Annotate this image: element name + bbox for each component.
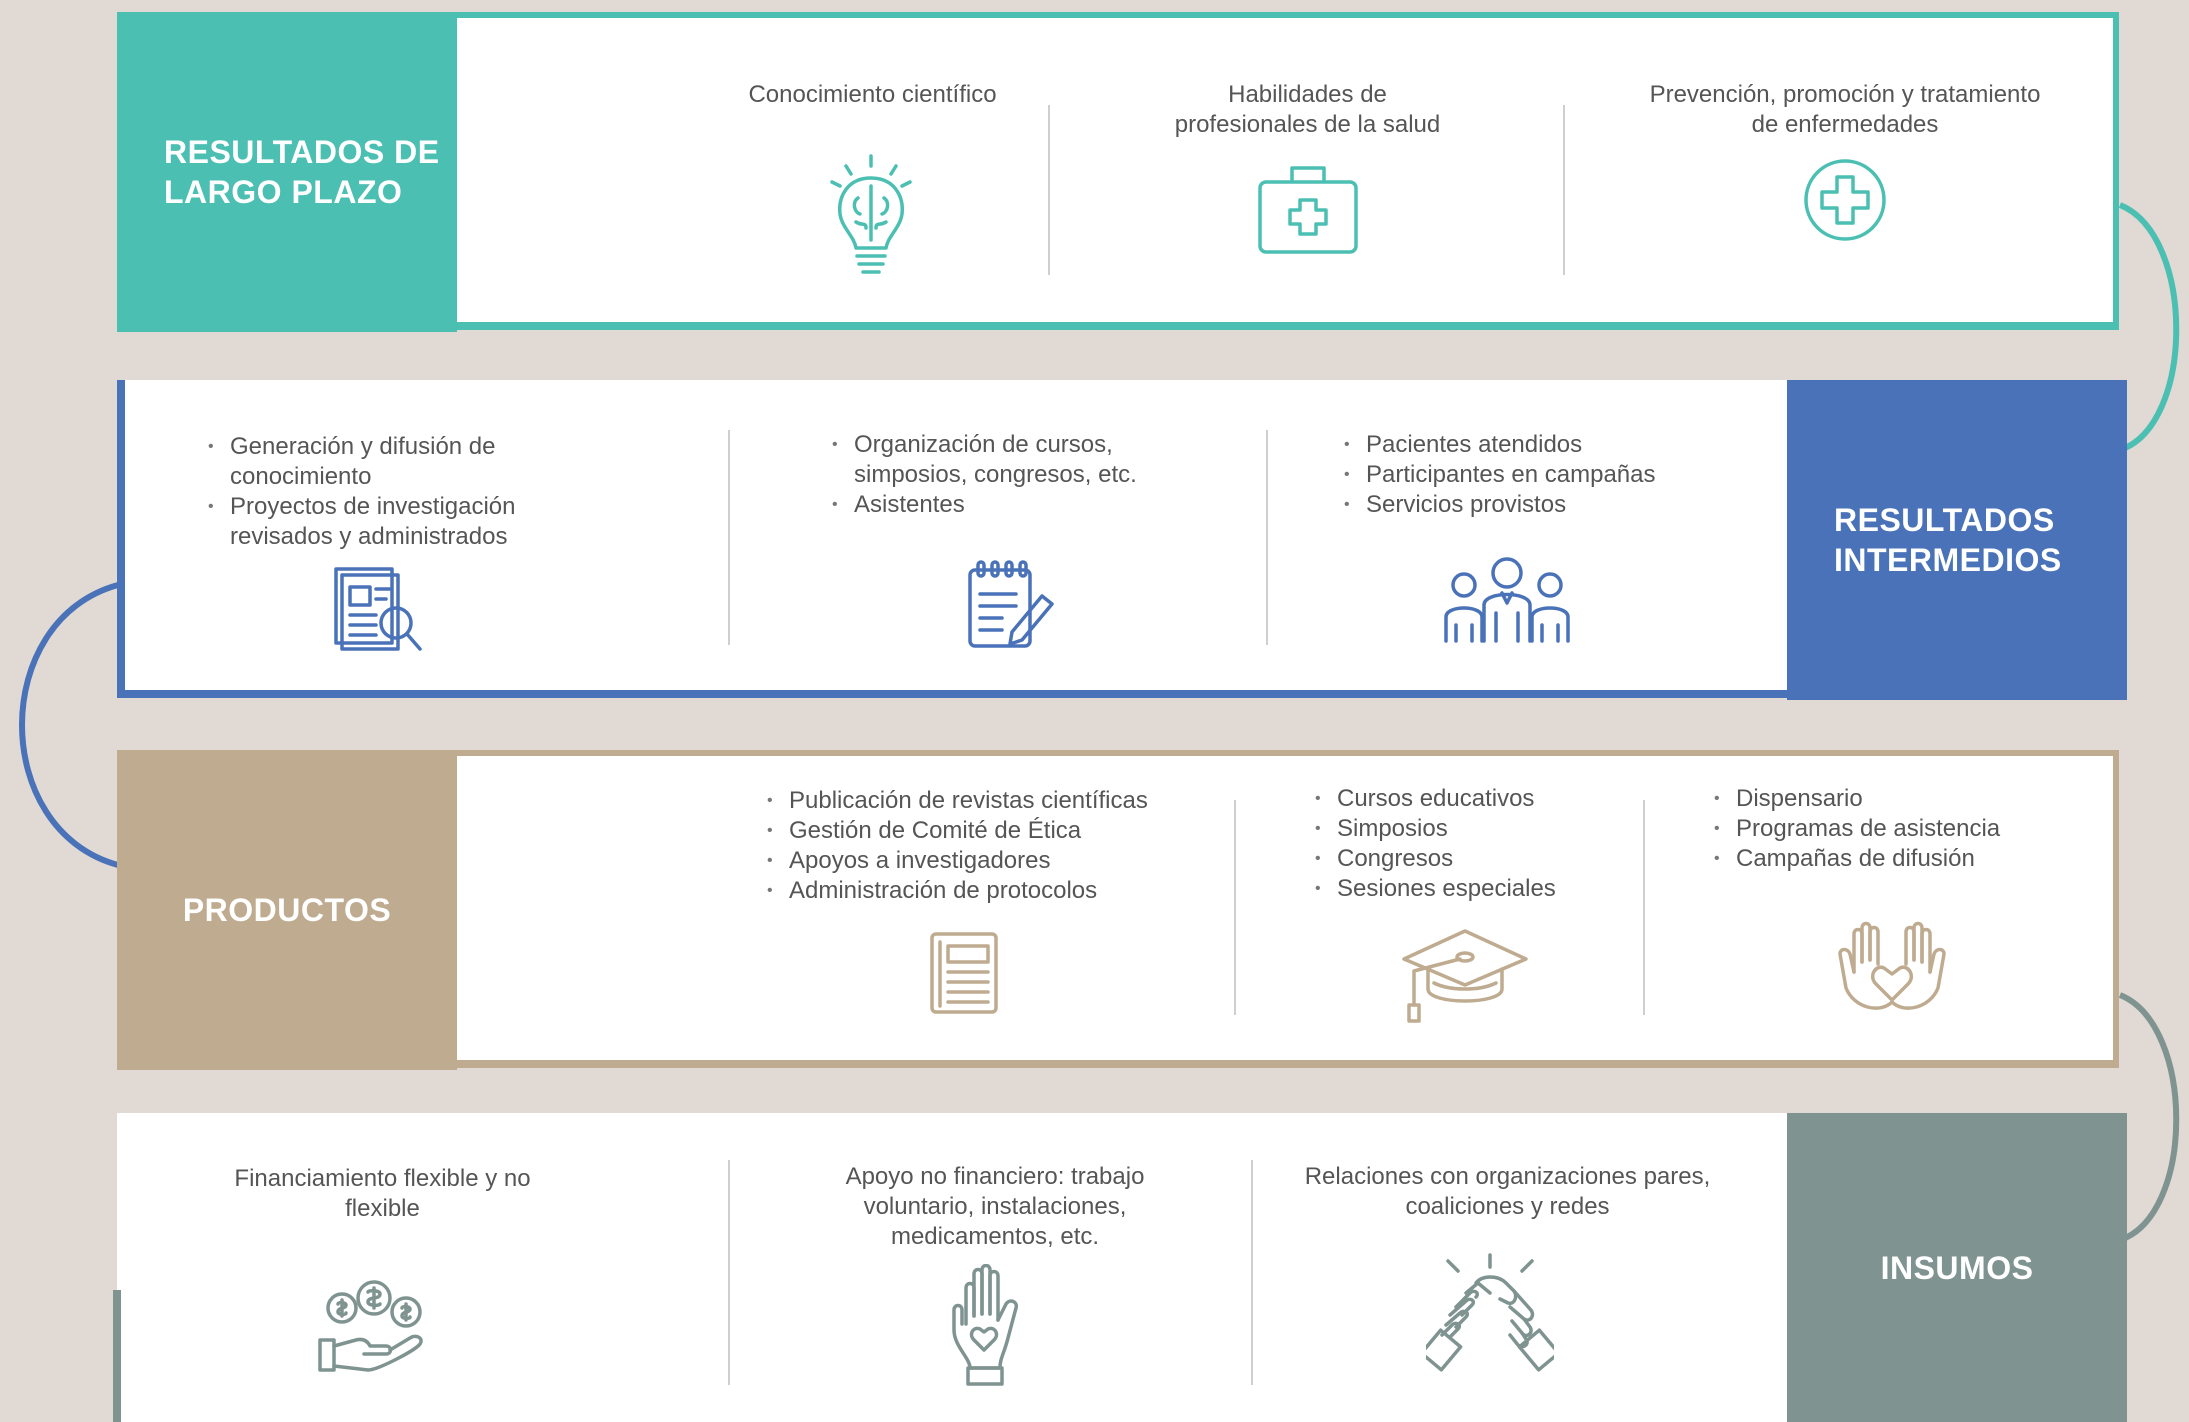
list-item: Organización de cursos, simposios, congr… [832,430,1172,490]
long-term-item-3-text: Prevención, promoción y tratamiento de e… [1649,81,2041,138]
list-item: Dispensario [1714,784,2054,814]
intermediate-divider-2 [1266,430,1268,645]
inputs-panel [117,1113,1787,1422]
first-aid-kit-icon [1256,160,1360,256]
long-term-label: RESULTADOS DE LARGO PLAZO [117,12,457,332]
inputs-item-1-text: Financiamiento flexible y no flexible [234,1165,531,1222]
list-item: Publicación de revistas científicas [767,786,1207,816]
inputs-item-3: Relaciones con organizaciones pares, coa… [1300,1162,1715,1222]
intermediate-divider-1 [728,430,730,645]
inputs-item-2-text: Apoyo no financiero: trabajo voluntario,… [845,1163,1145,1250]
long-term-item-2: Habilidades de profesionales de la salud [1160,80,1455,140]
newspaper-icon [928,930,1000,1016]
long-term-item-1-text: Conocimiento científico [748,81,997,108]
long-term-panel [457,12,2119,330]
intermediate-col-3: Pacientes atendidos Participantes en cam… [1344,430,1744,520]
inputs-divider-1 [728,1160,730,1385]
document-search-icon [332,565,428,655]
long-term-item-2-text: Habilidades de profesionales de la salud [1174,81,1441,138]
list-item: Programas de asistencia [1714,814,2054,844]
hand-coins-icon [316,1278,430,1376]
list-item: Pacientes atendidos [1344,430,1744,460]
gray-connector [2118,992,2180,1243]
inputs-label: INSUMOS [1787,1113,2127,1422]
brain-lightbulb-icon [826,152,916,282]
intermediate-col-1: Generación y difusión de conocimiento Pr… [208,432,608,552]
products-col-3: Dispensario Programas de asistencia Camp… [1714,784,2054,874]
people-group-icon [1442,555,1572,645]
list-item: Asistentes [832,490,1172,520]
notepad-pencil-icon [966,560,1056,650]
products-label-text: PRODUCTOS [182,892,392,928]
long-term-label-text: RESULTADOS DE LARGO PLAZO [164,134,440,210]
list-item: Campañas de difusión [1714,844,2054,874]
teal-connector [2118,202,2180,453]
list-item: Simposios [1315,814,1615,844]
graduation-cap-icon [1400,925,1530,1025]
inputs-item-1: Financiamiento flexible y no flexible [220,1164,545,1224]
list-item: Generación y difusión de conocimiento [208,432,608,492]
handshake-icon [1426,1253,1554,1383]
medical-cross-icon [1802,157,1888,243]
products-label: PRODUCTOS [117,750,457,1070]
products-divider-2 [1643,800,1645,1015]
list-item: Servicios provistos [1344,490,1744,520]
list-item: Proyectos de investigación revisados y a… [208,492,608,552]
long-term-divider-1 [1048,105,1050,275]
intermediate-label: RESULTADOS INTERMEDIOS [1787,380,2127,700]
list-item: Cursos educativos [1315,784,1615,814]
hand-heart-icon [948,1264,1028,1388]
list-item: Congresos [1315,844,1615,874]
inputs-divider-2 [1251,1160,1253,1385]
inputs-item-2: Apoyo no financiero: trabajo voluntario,… [810,1162,1180,1252]
long-term-item-1: Conocimiento científico [740,80,1005,110]
products-divider-1 [1234,800,1236,1015]
inputs-item-3-text: Relaciones con organizaciones pares, coa… [1304,1163,1711,1220]
list-item: Apoyos a investigadores [767,846,1207,876]
intermediate-col-2: Organización de cursos, simposios, congr… [832,430,1172,520]
long-term-divider-2 [1563,105,1565,275]
hands-heart-icon [1834,918,1950,1018]
list-item: Administración de protocolos [767,876,1207,906]
inputs-left-border [113,1290,121,1422]
intermediate-label-text: RESULTADOS INTERMEDIOS [1834,502,2062,578]
products-col-1: Publicación de revistas científicas Gest… [767,786,1207,906]
list-item: Gestión de Comité de Ética [767,816,1207,846]
inputs-label-text: INSUMOS [1880,1249,2034,1286]
list-item: Sesiones especiales [1315,874,1615,904]
products-col-2: Cursos educativos Simposios Congresos Se… [1315,784,1615,904]
list-item: Participantes en campañas [1344,460,1744,490]
blue-connector [19,582,119,868]
long-term-item-3: Prevención, promoción y tratamiento de e… [1640,80,2050,140]
